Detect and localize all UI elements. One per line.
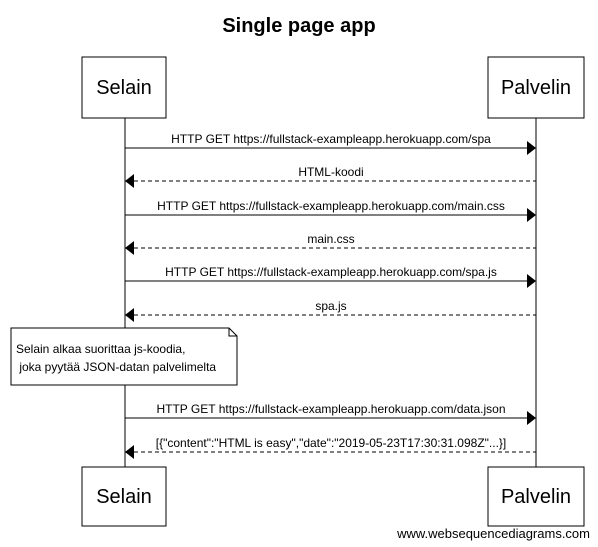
- message-label: [{"content":"HTML is easy","date":"2019-…: [156, 436, 507, 450]
- browser-participant-bottom: Selain: [81, 466, 167, 527]
- message-label: main.css: [307, 232, 354, 246]
- watermark: www.websequencediagrams.com: [396, 526, 590, 541]
- arrowhead-icon: [125, 308, 134, 322]
- message-label: HTTP GET https://fullstack-exampleapp.he…: [171, 132, 491, 146]
- server-label-bottom: Palvelin: [501, 486, 571, 508]
- note-line-2: joka pyytää JSON-datan palvelimelta: [16, 360, 216, 374]
- message-7: HTTP GET https://fullstack-exampleapp.he…: [125, 402, 536, 425]
- arrowhead-icon: [527, 274, 536, 288]
- message-5: HTTP GET https://fullstack-exampleapp.he…: [125, 265, 536, 288]
- message-3: HTTP GET https://fullstack-exampleapp.he…: [125, 199, 536, 222]
- note: Selain alkaa suorittaa js-koodia, joka p…: [10, 327, 238, 386]
- message-6: spa.js: [125, 299, 536, 322]
- message-label: HTTP GET https://fullstack-exampleapp.he…: [165, 265, 497, 279]
- arrowhead-icon: [527, 141, 536, 155]
- arrowhead-icon: [125, 445, 134, 459]
- message-label: HTTP GET https://fullstack-exampleapp.he…: [157, 199, 505, 213]
- arrowhead-icon: [527, 411, 536, 425]
- message-8: [{"content":"HTML is easy","date":"2019-…: [125, 436, 536, 459]
- server-participant-top: Palvelin: [487, 56, 585, 119]
- message-2: HTML-koodi: [125, 165, 536, 188]
- browser-label: Selain: [96, 77, 152, 99]
- arrowhead-icon: [527, 208, 536, 222]
- arrowhead-icon: [125, 174, 134, 188]
- server-participant-bottom: Palvelin: [487, 466, 585, 527]
- message-1: HTTP GET https://fullstack-exampleapp.he…: [125, 132, 536, 155]
- arrowhead-icon: [125, 241, 134, 255]
- message-4: main.css: [125, 232, 536, 255]
- browser-participant-top: Selain: [81, 56, 167, 119]
- browser-label-bottom: Selain: [96, 486, 152, 508]
- message-label: HTTP GET https://fullstack-exampleapp.he…: [156, 402, 505, 416]
- diagram-title: Single page app: [222, 15, 375, 37]
- message-list: HTTP GET https://fullstack-exampleapp.he…: [125, 132, 536, 459]
- message-label: HTML-koodi: [298, 165, 363, 179]
- message-label: spa.js: [315, 299, 346, 313]
- server-label: Palvelin: [501, 77, 571, 99]
- note-line-1: Selain alkaa suorittaa js-koodia,: [16, 342, 185, 356]
